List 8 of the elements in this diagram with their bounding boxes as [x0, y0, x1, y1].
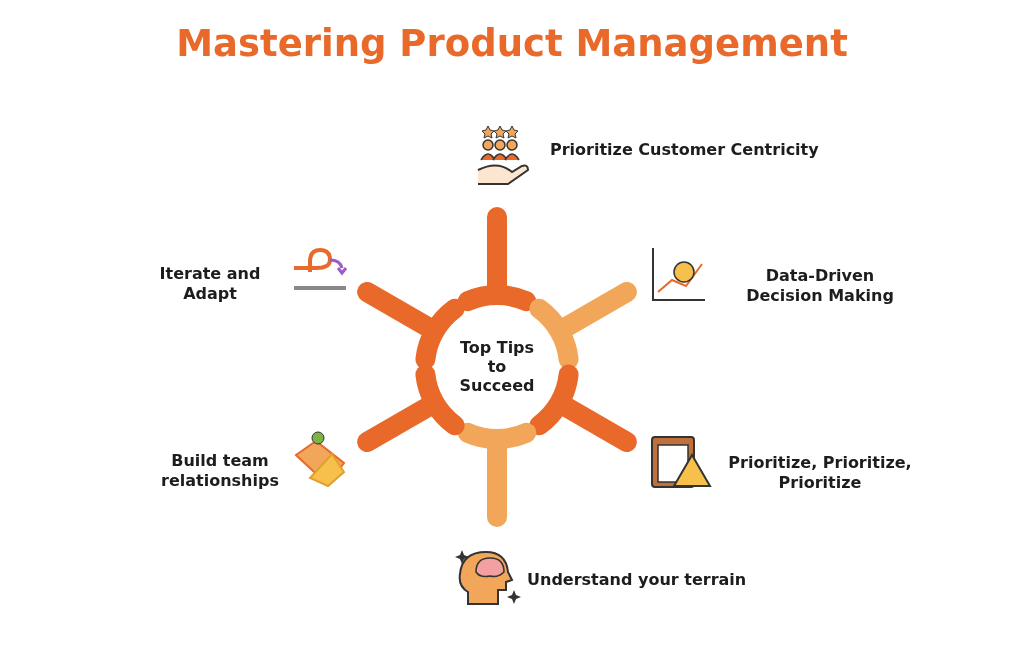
- tip-text: Build team relationships: [150, 451, 290, 491]
- tip-text: Prioritize, Prioritize, Prioritize: [725, 453, 915, 493]
- tip-text: Prioritize Customer Centricity: [550, 140, 850, 160]
- tip-text: Data-Driven Decision Making: [730, 266, 910, 306]
- hub-label: Top Tips to Succeed: [452, 338, 542, 395]
- tip-text: Understand your terrain: [527, 570, 787, 590]
- tip-text: Iterate and Adapt: [140, 264, 280, 304]
- title: Mastering Product Management: [175, 22, 849, 65]
